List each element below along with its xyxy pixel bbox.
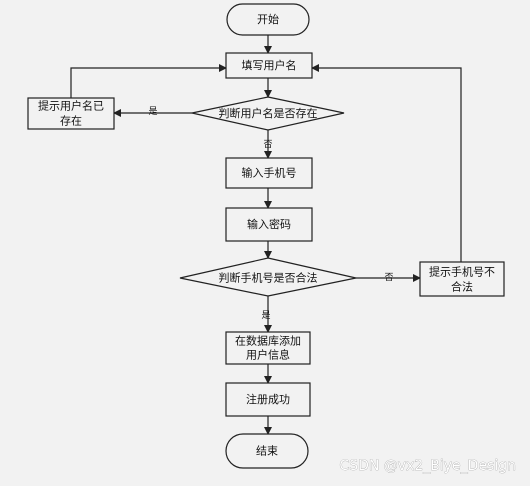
- db-add-label-1: 在数据库添加: [235, 334, 301, 348]
- check-phone-label: 判断手机号是否合法: [219, 271, 318, 285]
- fill-username-box: [225, 52, 313, 79]
- start-label: 开始: [257, 12, 279, 26]
- hint-username-exists-label-2: 存在: [60, 114, 82, 128]
- hint-phone-invalid-label-1: 提示手机号不: [429, 265, 495, 279]
- arrow-hint-invalid-to-fill: [311, 64, 462, 262]
- hint-phone-invalid-label-2: 合法: [451, 280, 473, 294]
- end-terminal: [225, 433, 309, 469]
- no-label-phone: 否: [384, 272, 393, 283]
- arrow-hint-exists-to-fill: [70, 64, 227, 98]
- db-add-box: [225, 331, 311, 365]
- yes-label-username: 是: [148, 106, 157, 117]
- check-phone-decision: [179, 257, 357, 297]
- start-terminal: [226, 3, 310, 36]
- watermark: CSDN @vx2_Biye_Design: [339, 458, 516, 474]
- end-label: 结束: [256, 445, 278, 458]
- input-phone-label: 输入手机号: [242, 166, 297, 180]
- db-add-label-2: 用户信息: [246, 348, 290, 362]
- no-label-username: 否: [263, 139, 272, 150]
- input-password-label: 输入密码: [247, 217, 291, 231]
- input-phone-box: [225, 157, 313, 189]
- check-username-label: 判断用户名是否存在: [219, 106, 318, 120]
- hint-phone-invalid-box: [419, 261, 505, 297]
- register-success-box: [225, 382, 311, 417]
- check-username-decision: [191, 96, 345, 131]
- fill-username-label: 填写用户名: [242, 58, 297, 72]
- hint-username-exists-box: [27, 97, 115, 130]
- register-success-label: 注册成功: [246, 392, 290, 406]
- input-password-box: [225, 207, 313, 242]
- yes-label-phone: 是: [261, 310, 270, 321]
- hint-username-exists-label-1: 提示用户名已: [38, 99, 104, 113]
